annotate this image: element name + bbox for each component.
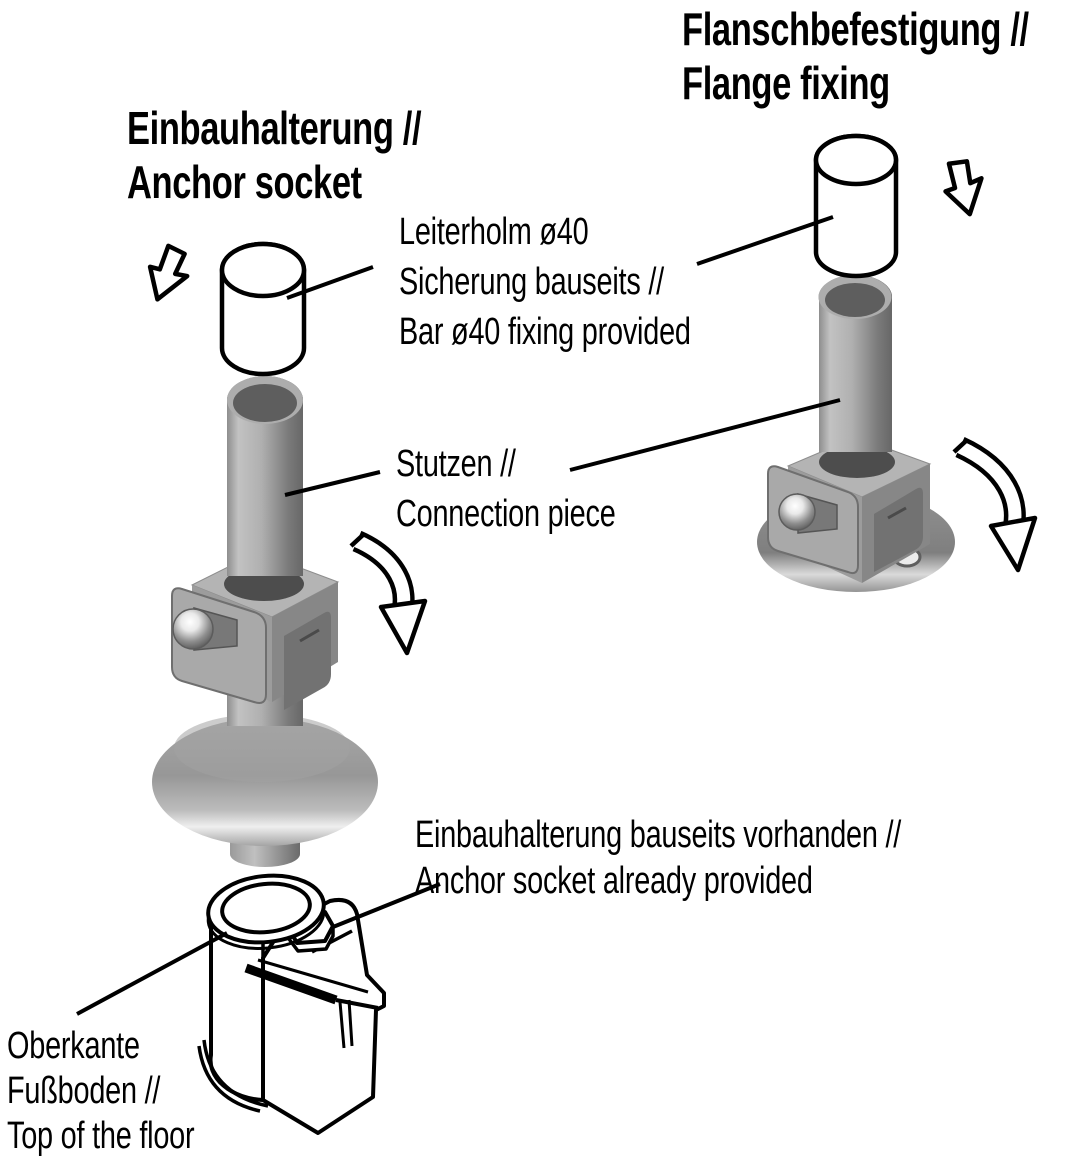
connection-tube-left-upper <box>227 376 303 576</box>
label-floor-line1: Oberkante <box>7 1025 140 1067</box>
anchor-socket-sketch <box>197 873 386 1135</box>
tube-contact-shadow-right <box>819 446 895 478</box>
clamp-right-inset <box>284 611 331 710</box>
socket-housing <box>261 897 386 1135</box>
label-floor-line2: Fußboden // <box>7 1070 161 1112</box>
label-bar: Leiterholm ø40 Sicherung bauseits // Bar… <box>399 207 691 357</box>
bar-cylinder-right <box>813 133 899 279</box>
label-bar-line2: Sicherung bauseits // <box>399 261 664 303</box>
clamp-bolt-right <box>778 493 838 534</box>
label-anchor-provided-line1: Einbauhalterung bauseits vorhanden // <box>415 814 902 856</box>
label-floor-top: Oberkante Fußboden // Top of the floor <box>7 1024 195 1159</box>
label-connection-line2: Connection piece <box>396 493 616 535</box>
curved-arrow-icon-left <box>349 530 428 656</box>
clamp-bolt-left <box>172 607 238 651</box>
down-arrow-icon-right <box>943 159 984 217</box>
flange-fixing-assembly <box>757 133 1038 592</box>
label-bar-line3: Bar ø40 fixing provided <box>399 311 691 353</box>
heading-flange-line2: Flange fixing <box>682 57 890 109</box>
label-anchor-provided-line2: Anchor socket already provided <box>415 860 813 902</box>
curved-arrow-icon-right <box>952 436 1038 573</box>
label-anchor-provided: Einbauhalterung bauseits vorhanden // An… <box>415 812 901 904</box>
bar-cylinder-left <box>219 241 307 377</box>
label-bar-line1: Leiterholm ø40 <box>399 211 589 253</box>
label-connection-piece: Stutzen // Connection piece <box>396 439 616 539</box>
clamp-left <box>171 551 340 710</box>
socket-top-ring <box>206 873 326 950</box>
label-connection-line1: Stutzen // <box>396 443 516 485</box>
leader-tube-right <box>569 398 841 472</box>
connection-tube-right-upper <box>819 275 892 452</box>
heading-flange-fixing: Flanschbefestigung // Flange fixing <box>682 2 1029 110</box>
leader-bar-left <box>286 265 374 300</box>
cover-dome <box>152 714 378 846</box>
leader-lines <box>76 215 841 1016</box>
heading-flange-line1: Flanschbefestigung // <box>682 3 1029 55</box>
leader-socket <box>332 882 441 929</box>
clamp-right-inset <box>874 487 923 572</box>
down-arrow-icon-left <box>147 243 190 302</box>
label-floor-line3: Top of the floor <box>7 1115 195 1157</box>
leader-floor <box>76 931 228 1016</box>
socket-cylinder <box>208 925 264 1102</box>
leader-tube-left <box>284 470 381 497</box>
heading-anchor-line1: Einbauhalterung // <box>127 102 422 154</box>
anchor-socket-assembly <box>147 241 428 1135</box>
leader-bar-right <box>696 215 834 266</box>
heading-anchor-socket: Einbauhalterung // Anchor socket <box>127 101 422 209</box>
heading-anchor-line2: Anchor socket <box>127 156 362 208</box>
